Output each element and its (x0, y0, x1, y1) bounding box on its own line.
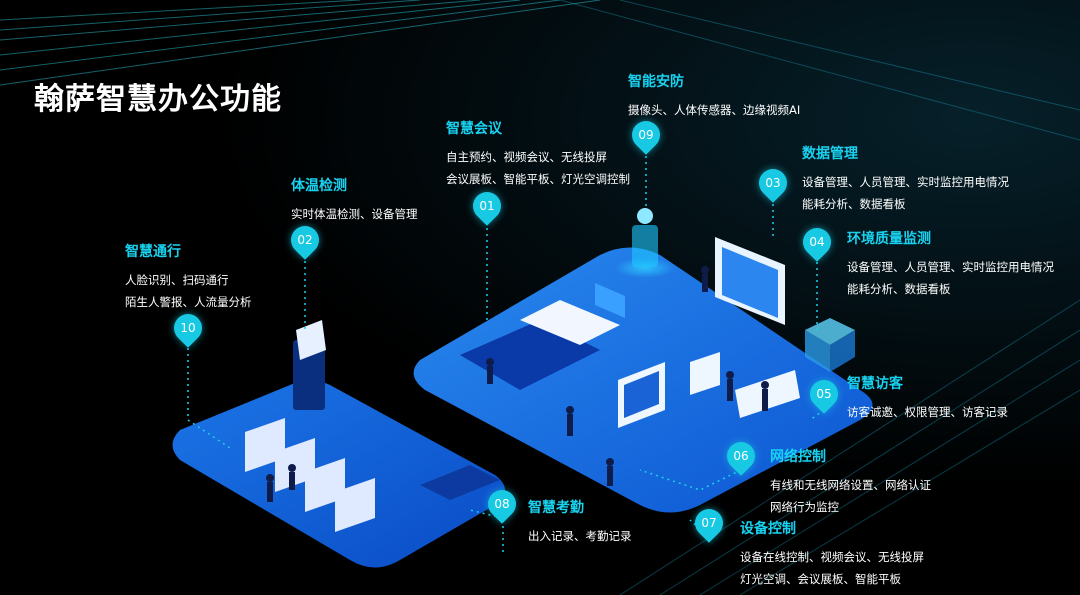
feature-desc-line: 摄像头、人体传感器、边缘视频AI (628, 103, 801, 117)
feature-desc-line: 设备管理、人员管理、实时监控用电情况 (802, 175, 1009, 189)
feature-title: 智慧访客 (847, 376, 903, 392)
feature-environment-monitoring: 环境质量监测 设备管理、人员管理、实时监控用电情况 能耗分析、数据看板 (847, 228, 1054, 300)
feature-network-control: 网络控制 有线和无线网络设置、网络认证 网络行为监控 (770, 446, 931, 518)
marker-02: 02 (285, 220, 325, 260)
feature-title: 数据管理 (802, 146, 858, 162)
feature-smart-meeting: 智慧会议 自主预约、视频会议、无线投屏 会议展板、智能平板、灯光空调控制 (446, 118, 630, 190)
feature-desc-line: 设备在线控制、视频会议、无线投屏 (740, 550, 924, 564)
marker-03: 03 (753, 163, 793, 203)
feature-title: 智慧考勤 (528, 500, 584, 516)
feature-title: 智慧通行 (125, 244, 181, 260)
page-title: 翰萨智慧办公功能 (34, 82, 282, 117)
marker-06: 06 (721, 436, 761, 476)
feature-desc-line: 实时体温检测、设备管理 (291, 207, 418, 221)
feature-title: 智能安防 (628, 74, 684, 90)
feature-smart-attendance: 智慧考勤 出入记录、考勤记录 (528, 497, 632, 547)
feature-smart-access: 智慧通行 人脸识别、扫码通行 陌生人警报、人流量分析 (125, 241, 252, 313)
feature-smart-visitor: 智慧访客 访客诚邀、权限管理、访客记录 (847, 373, 1008, 423)
feature-desc-line: 自主预约、视频会议、无线投屏 (446, 150, 607, 164)
feature-title: 网络控制 (770, 449, 826, 465)
feature-desc-line: 人脸识别、扫码通行 (125, 273, 229, 287)
feature-title: 智慧会议 (446, 121, 502, 137)
marker-08: 08 (482, 484, 522, 524)
marker-05: 05 (804, 374, 844, 414)
feature-desc-line: 陌生人警报、人流量分析 (125, 295, 252, 309)
feature-desc-line: 出入记录、考勤记录 (528, 529, 632, 543)
feature-title: 体温检测 (291, 178, 347, 194)
feature-desc-line: 访客诚邀、权限管理、访客记录 (847, 405, 1008, 419)
feature-desc-line: 设备管理、人员管理、实时监控用电情况 (847, 260, 1054, 274)
feature-desc-line: 能耗分析、数据看板 (847, 282, 951, 296)
feature-desc-line: 网络行为监控 (770, 500, 839, 514)
feature-desc-line: 会议展板、智能平板、灯光空调控制 (446, 172, 630, 186)
feature-smart-security: 智能安防 摄像头、人体传感器、边缘视频AI (628, 71, 800, 121)
marker-07: 07 (689, 503, 729, 543)
feature-temperature-check: 体温检测 实时体温检测、设备管理 (291, 175, 418, 225)
marker-04: 04 (797, 222, 837, 262)
feature-desc-line: 能耗分析、数据看板 (802, 197, 906, 211)
feature-desc-line: 灯光空调、会议展板、智能平板 (740, 572, 901, 586)
feature-desc-line: 有线和无线网络设置、网络认证 (770, 478, 931, 492)
feature-device-control: 设备控制 设备在线控制、视频会议、无线投屏 灯光空调、会议展板、智能平板 (740, 518, 924, 590)
light-streaks (0, 0, 601, 86)
feature-data-management: 数据管理 设备管理、人员管理、实时监控用电情况 能耗分析、数据看板 (802, 143, 1009, 215)
feature-title: 环境质量监测 (847, 231, 931, 247)
marker-09: 09 (626, 115, 666, 155)
feature-title: 设备控制 (740, 521, 796, 537)
marker-10: 10 (168, 308, 208, 348)
marker-01: 01 (467, 186, 507, 226)
